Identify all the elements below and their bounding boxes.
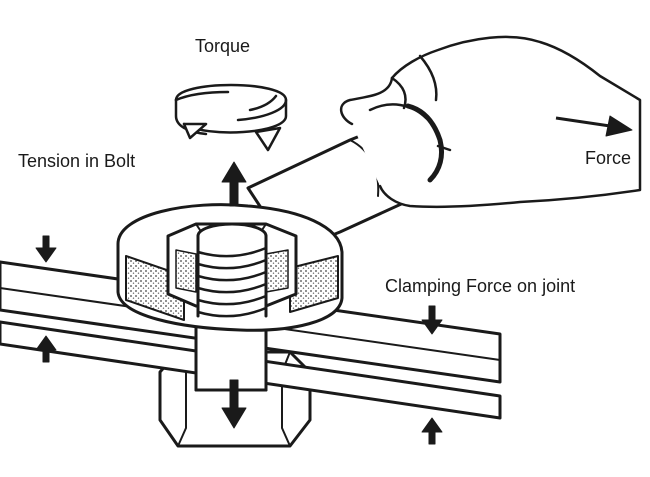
tension-arrow-up-icon xyxy=(221,161,247,207)
force-arrow-right-icon xyxy=(555,115,633,137)
clamp-arrow-bottom-left-icon xyxy=(35,335,57,363)
torque-arrow-icon xyxy=(174,83,288,152)
clamp-arrow-top-right-icon xyxy=(421,305,443,335)
torque-label: Torque xyxy=(195,36,251,56)
bolt-threads xyxy=(196,222,268,318)
clamp-arrow-top-left-icon xyxy=(35,235,57,263)
clamping-label: Clamping Force on joint xyxy=(385,276,576,296)
tension-arrow-down-icon xyxy=(221,379,247,429)
force-label: Force xyxy=(585,148,632,168)
hand xyxy=(340,35,642,209)
clamp-arrow-bottom-right-icon xyxy=(421,417,443,445)
tension-label: Tension in Bolt xyxy=(18,151,136,171)
